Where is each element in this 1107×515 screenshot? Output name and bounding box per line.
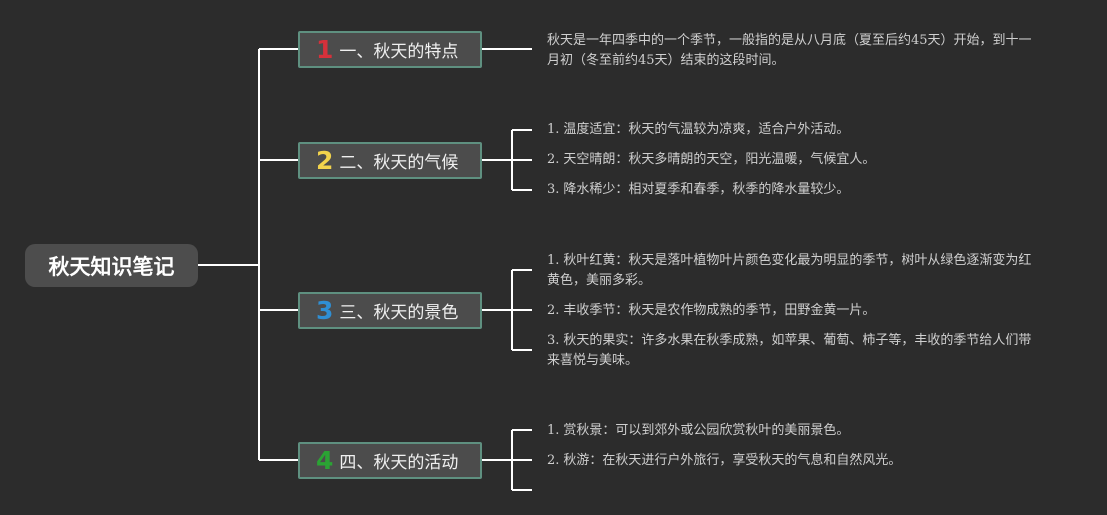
leaf-number: 1. xyxy=(547,253,560,268)
number-badge-2: 2 xyxy=(316,146,334,175)
leaf-number: 3. xyxy=(547,333,560,348)
number-badge-4: 4 xyxy=(316,446,334,475)
branch-node-2[interactable]: 2 二、秋天的气候 xyxy=(298,142,482,179)
branch-node-3[interactable]: 3 三、秋天的景色 xyxy=(298,292,482,329)
leaf-text: 降水稀少：相对夏季和春季，秋季的降水量较少。 xyxy=(563,182,850,197)
leaf-text: 秋天的果实：许多水果在秋季成熟，如苹果、葡萄、柿子等，丰收的季节给人们带来喜悦与… xyxy=(547,333,1032,368)
branch-label-3: 三、秋天的景色 xyxy=(339,303,459,323)
leaf-number: 2. xyxy=(547,152,560,167)
branch-label-4: 四、秋天的活动 xyxy=(339,453,459,473)
leaf-text: 丰收季节：秋天是农作物成熟的季节，田野金黄一片。 xyxy=(563,303,876,318)
leaf-2-3: 3.降水稀少：相对夏季和春季，秋季的降水量较少。 xyxy=(547,180,1042,200)
leaf-number: 1. xyxy=(547,122,560,137)
leaf-text: 温度适宜：秋天的气温较为凉爽，适合户外活动。 xyxy=(563,122,850,137)
number-badge-1: 1 xyxy=(316,35,334,64)
leaf-4-1: 1.赏秋景：可以到郊外或公园欣赏秋叶的美丽景色。 xyxy=(547,421,1042,441)
root-node[interactable]: 秋天知识笔记 xyxy=(25,244,198,287)
leaf-number: 2. xyxy=(547,303,560,318)
branch-node-4[interactable]: 4 四、秋天的活动 xyxy=(298,442,482,479)
leaf-2-2: 2.天空晴朗：秋天多晴朗的天空，阳光温暖，气候宜人。 xyxy=(547,150,1042,170)
leaf-2-1: 1.温度适宜：秋天的气温较为凉爽，适合户外活动。 xyxy=(547,120,1042,140)
leaf-text: 秋叶红黄：秋天是落叶植物叶片颜色变化最为明显的季节，树叶从绿色逐渐变为红黄色，美… xyxy=(547,253,1032,288)
leaf-3-2: 2.丰收季节：秋天是农作物成熟的季节，田野金黄一片。 xyxy=(547,301,1042,321)
leaf-text: 天空晴朗：秋天多晴朗的天空，阳光温暖，气候宜人。 xyxy=(563,152,876,167)
branch-label-1: 一、秋天的特点 xyxy=(339,42,459,62)
leaf-4-2: 2.秋游：在秋天进行户外旅行，享受秋天的气息和自然风光。 xyxy=(547,451,1042,471)
leaf-1-1: 秋天是一年四季中的一个季节，一般指的是从八月底（夏至后约45天）开始，到十一月初… xyxy=(547,31,1042,71)
leaf-text: 秋游：在秋天进行户外旅行，享受秋天的气息和自然风光。 xyxy=(563,453,902,468)
number-badge-3: 3 xyxy=(316,296,334,325)
leaf-number: 1. xyxy=(547,423,560,438)
leaf-number: 2. xyxy=(547,453,560,468)
branch-label-2: 二、秋天的气候 xyxy=(339,153,459,173)
leaf-text: 秋天是一年四季中的一个季节，一般指的是从八月底（夏至后约45天）开始，到十一月初… xyxy=(547,33,1032,68)
leaf-text: 赏秋景：可以到郊外或公园欣赏秋叶的美丽景色。 xyxy=(563,423,850,438)
leaf-3-1: 1.秋叶红黄：秋天是落叶植物叶片颜色变化最为明显的季节，树叶从绿色逐渐变为红黄色… xyxy=(547,251,1042,291)
root-label: 秋天知识笔记 xyxy=(48,254,175,279)
leaf-number: 3. xyxy=(547,182,560,197)
leaf-3-3: 3.秋天的果实：许多水果在秋季成熟，如苹果、葡萄、柿子等，丰收的季节给人们带来喜… xyxy=(547,331,1042,371)
branch-node-1[interactable]: 1 一、秋天的特点 xyxy=(298,31,482,68)
